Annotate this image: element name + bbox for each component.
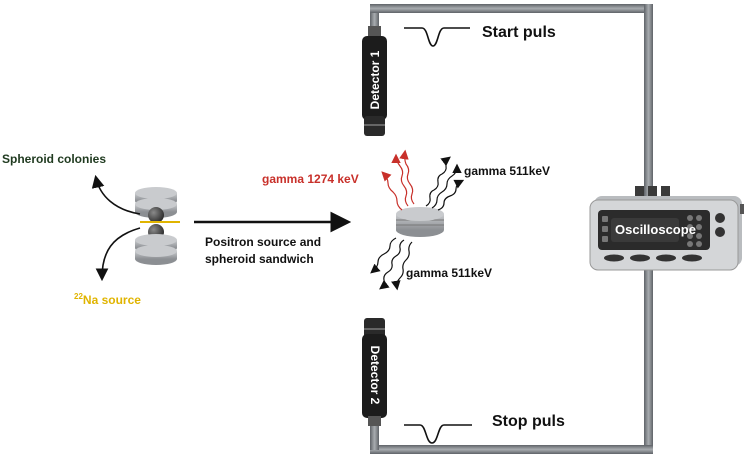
na-source-text: Na source: [82, 293, 141, 307]
detector-1-icon: [362, 26, 387, 136]
center-sample-icon: [396, 207, 444, 237]
stop-puls-label: Stop puls: [492, 413, 565, 430]
wire-loop: [370, 4, 653, 454]
na-source-label: 22Na source: [74, 292, 141, 307]
oscilloscope-icon: [589, 186, 744, 271]
detector-2-icon: [362, 318, 387, 426]
gamma-511-bottom-label: gamma 511keV: [406, 266, 493, 280]
positron-source-label-line-2: spheroid sandwich: [205, 252, 314, 266]
positron-source-label-line-1: Positron source and: [205, 235, 322, 249]
detector-2-label: Detector 2: [368, 345, 382, 405]
sample-sandwich-icon: [135, 187, 180, 265]
oscilloscope-label: Oscilloscope: [615, 222, 696, 237]
stop-pulse-waveform-icon: [404, 424, 472, 444]
spheroid-colonies-label: Spheroid colonies: [2, 152, 107, 166]
gamma-1274-rays: [381, 149, 415, 211]
start-pulse-waveform-icon: [404, 27, 470, 47]
gamma-511-down-rays: [370, 237, 413, 291]
spheroid-pointer-arrow: [91, 174, 141, 215]
source-pointer-arrow: [95, 227, 141, 282]
start-puls-label: Start puls: [482, 24, 556, 41]
gamma-511-up-rays: [425, 156, 465, 211]
gamma-511-top-label: gamma 511keV: [464, 164, 551, 178]
gamma-1274-label: gamma 1274 keV: [262, 172, 359, 186]
detector-1-label: Detector 1: [368, 50, 382, 110]
na-source-superscript: 22: [74, 292, 83, 301]
